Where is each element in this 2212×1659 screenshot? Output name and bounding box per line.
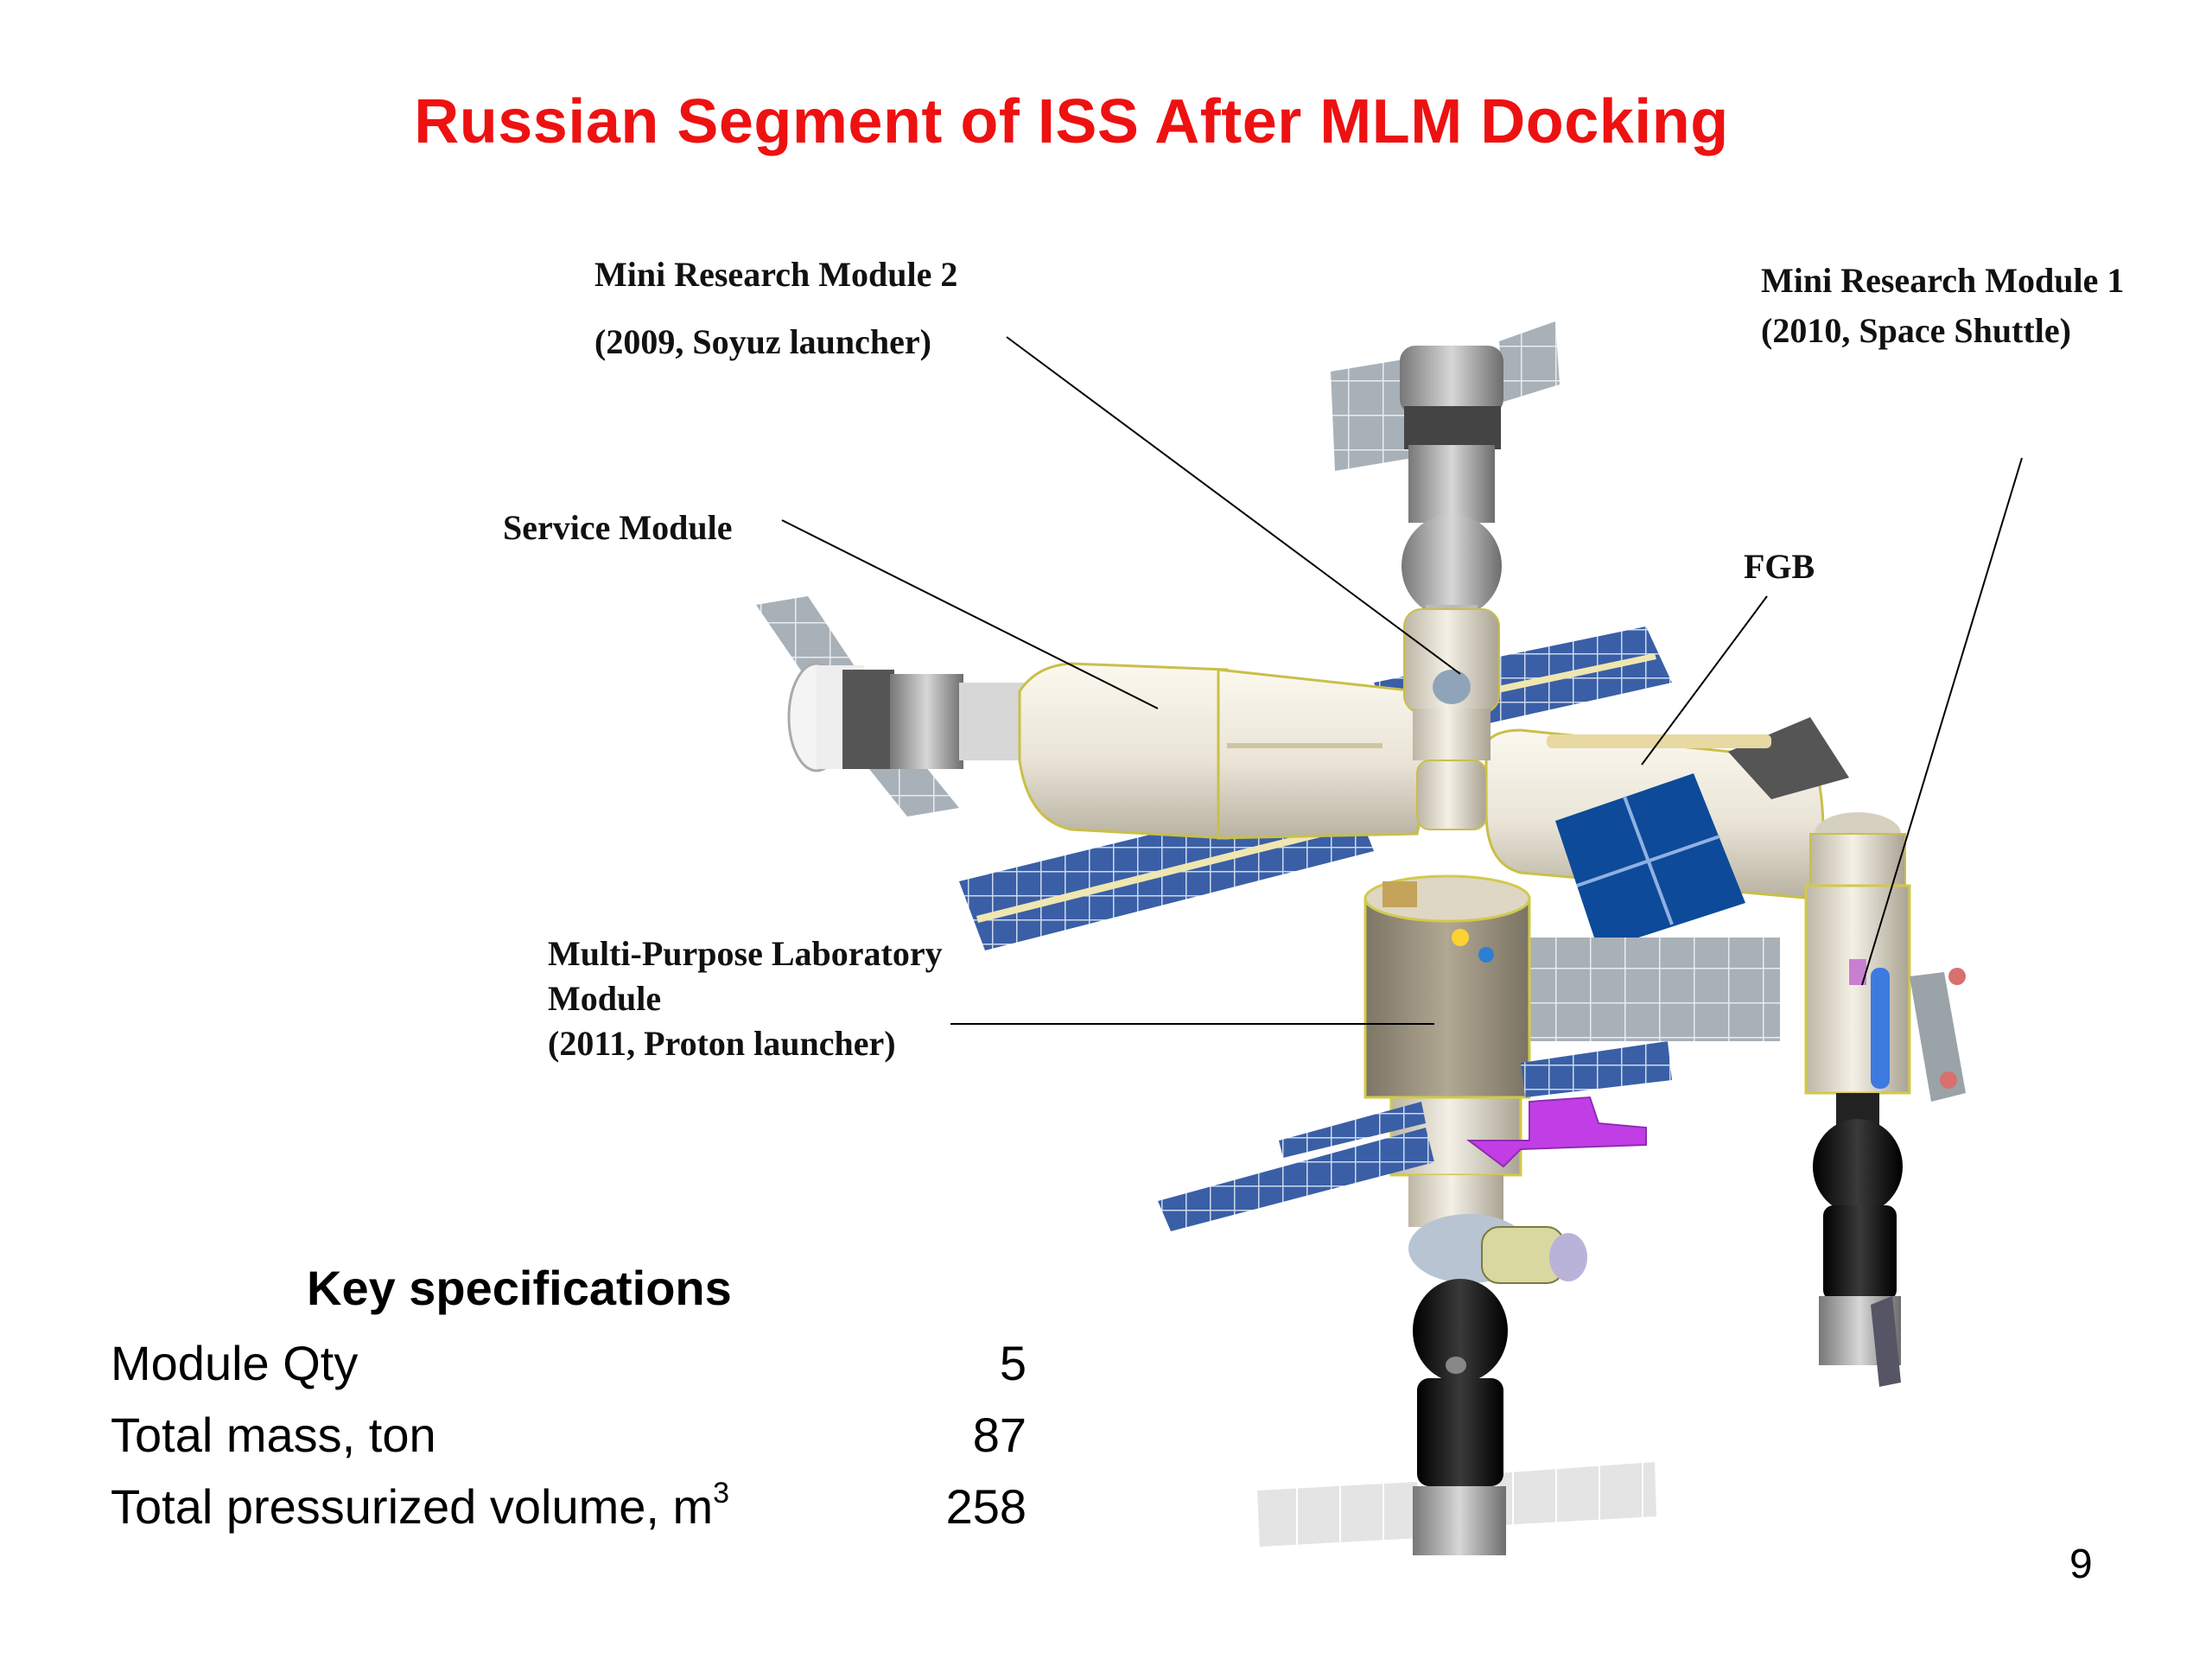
lower-node — [1408, 1214, 1587, 1284]
mlm-grey-panels — [1529, 938, 1780, 1041]
spec-value: 258 — [945, 1479, 1027, 1534]
label-mlm-line3: (2011, Proton launcher) — [548, 1024, 896, 1063]
label-mlm: Multi-Purpose Laboratory Module (2011, P… — [548, 931, 943, 1066]
mlm-mid-array — [1521, 1041, 1672, 1097]
mlm-lower-array — [1158, 1102, 1434, 1231]
leader-line-mrm1 — [1861, 457, 2023, 986]
specs-heading: Key specifications — [307, 1261, 732, 1315]
leader-line-fgb — [1641, 595, 1768, 766]
fgb-radiator — [1728, 717, 1849, 799]
spec-row: Total pressurized volume, m3 258 — [111, 1477, 1027, 1548]
left-soyuz — [756, 596, 1028, 817]
mlm-module — [1363, 874, 1531, 1227]
right-soyuz — [1813, 1093, 1903, 1387]
bottom-solar-panel-right — [1499, 1462, 1656, 1525]
bottom-solar-panel-left — [1257, 1482, 1419, 1547]
left-solar-panel-upper — [756, 596, 860, 687]
slide-title: Russian Segment of ISS After MLM Docking — [414, 87, 1729, 156]
top-soyuz — [1331, 321, 1560, 657]
spec-value: 5 — [999, 1336, 1027, 1390]
label-mlm-line2: Module — [548, 979, 662, 1018]
fgb-module — [1484, 717, 1849, 950]
spec-value: 87 — [972, 1408, 1027, 1462]
top-solar-panel-right — [1499, 321, 1560, 402]
label-mrm1-launch: (2010, Space Shuttle) — [1761, 311, 2071, 350]
label-mlm-line1: Multi-Purpose Laboratory — [548, 934, 943, 973]
label-fgb: FGB — [1744, 547, 1815, 586]
spec-row: Module Qty 5 — [111, 1335, 1027, 1404]
european-robotic-arm — [1466, 1096, 1647, 1168]
spec-label-superscript: 3 — [713, 1477, 730, 1510]
label-mrm2-name: Mini Research Module 2 — [594, 255, 958, 294]
right-soyuz-panel — [1871, 1296, 1901, 1387]
label-service-module: Service Module — [503, 508, 733, 547]
label-mrm1: Mini Research Module 1 (2010, Space Shut… — [1761, 256, 2124, 356]
spec-label-volume: Total pressurized volume, m3 — [111, 1477, 730, 1535]
label-mrm2: Mini Research Module 2 (2009, Soyuz laun… — [594, 252, 957, 365]
mrm1-module — [1804, 812, 1966, 1102]
bottom-soyuz — [1257, 1279, 1656, 1555]
spec-label: Total mass, ton — [111, 1408, 436, 1462]
label-mrm2-launch: (2009, Soyuz launcher) — [594, 322, 931, 361]
label-mrm1-name: Mini Research Module 1 — [1761, 261, 2125, 300]
page-number: 9 — [2069, 1541, 2093, 1587]
spec-label-text: Total pressurized volume, m — [111, 1479, 714, 1534]
docking-node — [1403, 608, 1500, 830]
leader-line-mrm2 — [1006, 336, 1461, 675]
spec-label: Module Qty — [111, 1336, 359, 1390]
service-module — [1018, 662, 1427, 840]
spec-row: Total mass, ton 87 — [111, 1407, 1027, 1476]
leader-line-service-module — [781, 519, 1159, 709]
